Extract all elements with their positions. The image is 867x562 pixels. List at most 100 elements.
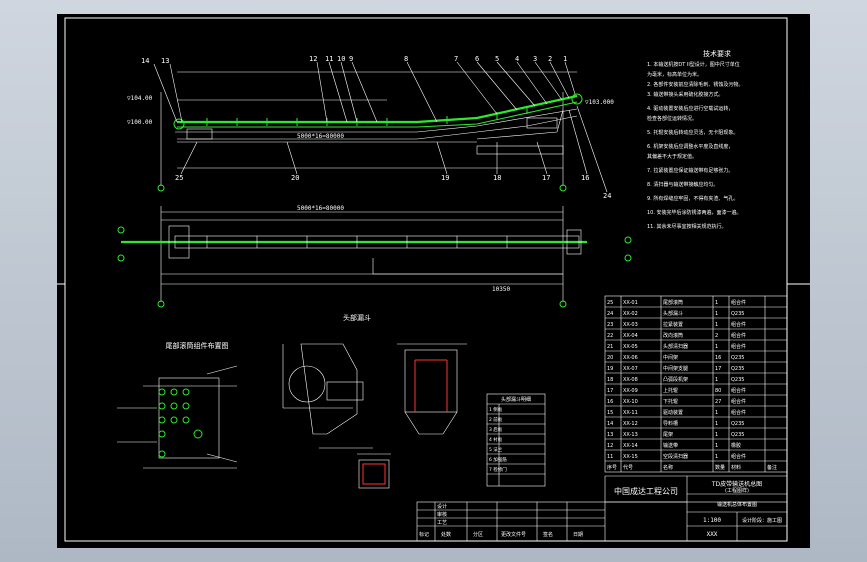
tech-req-line: 5. 托辊安装后转动应灵活，无卡阻现象。	[647, 129, 738, 136]
tech-req-title: 技术要求	[703, 49, 731, 58]
callout-top: 12	[309, 55, 317, 63]
bom-cell: XX-11	[623, 410, 638, 416]
small-table-row: 3 后板	[489, 426, 503, 433]
bom-cell: XX-01	[623, 300, 638, 306]
bom-cell: 中间架	[663, 354, 678, 361]
bom-head: 备注	[767, 464, 777, 471]
bom-cell: 23	[607, 322, 613, 328]
bom-cell: 1	[715, 322, 718, 328]
small-table-row: 6 加强筋	[489, 456, 507, 463]
bom-head: 序号	[607, 464, 617, 471]
tech-req-line: 9. 所有焊缝应牢固，不得有夹渣、气孔。	[647, 195, 738, 202]
bom-cell: 组合件	[731, 299, 746, 306]
callout-top: 1	[563, 55, 567, 63]
drawing-canvas: 14 13 12 11 10 9 8 7 6 5 4 3 2 1 25 20 1…	[57, 17, 810, 542]
head-funnel-detail: 头部漏斗	[282, 313, 467, 489]
tech-req-line: 4. 驱动装置安装后应进行空载试运转，	[647, 105, 733, 112]
bom-cell: XX-10	[623, 399, 638, 405]
bom-cell: XX-06	[623, 355, 638, 361]
callout-bottom: 24	[603, 192, 611, 200]
bom-cell: 21	[607, 344, 613, 350]
small-table-title: 头部漏斗明细	[501, 396, 531, 403]
bom-cell: 1	[715, 432, 718, 438]
callout-top: 4	[515, 55, 519, 63]
bom-cell: 凸弧段机架	[663, 376, 688, 383]
bom-cell: 组合件	[731, 398, 746, 405]
callout-top: 9	[349, 55, 353, 63]
bom-cell: 2	[715, 333, 718, 339]
drawing-no: XXX	[707, 531, 718, 538]
tech-req-line: 8. 清扫器与输送带接触应均匀。	[647, 181, 718, 188]
bom-cell: 18	[607, 377, 613, 383]
callout-bottom: 20	[291, 174, 299, 182]
title-row-label: 设计	[437, 503, 447, 510]
bom-cell: 组合件	[731, 321, 746, 328]
right-block-line: 设计阶段：施工图	[742, 517, 782, 524]
bom-cell: 尾部滚筒	[663, 299, 683, 306]
section-title-tail: 尾部滚筒组件布置图	[166, 341, 229, 350]
company-name: 中国成达工程公司	[614, 486, 678, 496]
tech-req-line: 1. 本输送机按DT II型设计，图中尺寸单位	[647, 61, 740, 68]
bom-cell: 11	[607, 454, 613, 460]
bom-cell: 13	[607, 432, 613, 438]
bom-cell: 24	[607, 311, 613, 317]
tech-req-line: 11. 其余未尽事宜按相关规范执行。	[647, 223, 727, 230]
bom-cell: XX-03	[623, 322, 638, 328]
bom-cell: 尾架	[663, 432, 673, 438]
title-col-head: 更改文件号	[501, 531, 526, 538]
bom-cell: 15	[607, 410, 613, 416]
title-col-head: 标记	[419, 531, 429, 538]
callout-top: 2	[548, 55, 552, 63]
elevation-label: ▽104.00	[127, 95, 153, 102]
tech-req-line: 6. 机架安装后应调整水平度及直线度，	[647, 143, 733, 150]
bom-cell: XX-14	[623, 443, 638, 449]
small-table-row: 4 衬板	[489, 436, 503, 443]
bom-cell: Q235	[731, 311, 744, 317]
tech-req-line: 3. 输送带接头采用硫化胶接方式。	[647, 91, 723, 98]
scale: 1:100	[703, 517, 721, 524]
callout-top: 10	[337, 55, 345, 63]
bom-cell: XX-13	[623, 432, 638, 438]
small-table-row: 7 检修门	[489, 466, 507, 473]
bom-cell: 1	[715, 421, 718, 427]
bom-cell: 中间架支腿	[663, 365, 688, 372]
drawing-subtitle: (工程图样)	[725, 487, 749, 494]
bom-cell: 组合件	[731, 343, 746, 350]
drawing-title: TD皮带输送机总图	[711, 480, 762, 488]
callout-bottom: 18	[493, 174, 501, 182]
dim-bottom-right: 10350	[492, 286, 510, 293]
funnel-parts-table: 头部漏斗明细 1 侧板 2 前板 3 后板 4 衬板 5 法兰 6 加强筋 7 …	[486, 393, 546, 487]
bom-cell: 导料槽	[663, 420, 678, 427]
callout-top: 14	[141, 57, 149, 65]
small-table-row: 2 前板	[489, 416, 503, 423]
callout-bottom: 16	[581, 174, 589, 182]
bom-head: 数量	[715, 464, 725, 471]
callout-top: 5	[495, 55, 499, 63]
bom-cell: 上托辊	[663, 387, 678, 394]
bom-cell: 空段清扫器	[663, 453, 688, 460]
bom-cell: 14	[607, 421, 613, 427]
bom-cell: 17	[607, 388, 613, 394]
plan-view: 5000*16=80000 10350	[117, 205, 632, 308]
bom-cell: 输送带	[663, 442, 678, 449]
tech-req-line: 2. 各部件安装前应清除毛刺、锈蚀及污物。	[647, 81, 743, 88]
bom-cell: 19	[607, 366, 613, 372]
bom-cell: 22	[607, 333, 613, 339]
bom-cell: 12	[607, 443, 613, 449]
drawing-sheet: 14 13 12 11 10 9 8 7 6 5 4 3 2 1 25 20 1…	[57, 14, 810, 548]
bom-cell: 驱动装置	[663, 409, 683, 416]
bom-cell: XX-04	[623, 333, 638, 339]
tech-req-line: 为毫米，标高单位为米。	[647, 71, 702, 78]
bom-head: 材料	[731, 464, 741, 471]
bom-cell: 1	[715, 300, 718, 306]
bom-cell: 橡胶	[731, 442, 741, 449]
bom-cell: Q235	[731, 421, 744, 427]
callout-top: 3	[533, 55, 537, 63]
tech-req-line: 其偏差不大于规定值。	[647, 153, 697, 160]
bom-cell: XX-09	[623, 388, 638, 394]
section-title-funnel: 头部漏斗	[343, 313, 371, 322]
bom-cell: Q235	[731, 377, 744, 383]
bom-cell: 1	[715, 311, 718, 317]
bom-cell: 27	[715, 399, 721, 405]
